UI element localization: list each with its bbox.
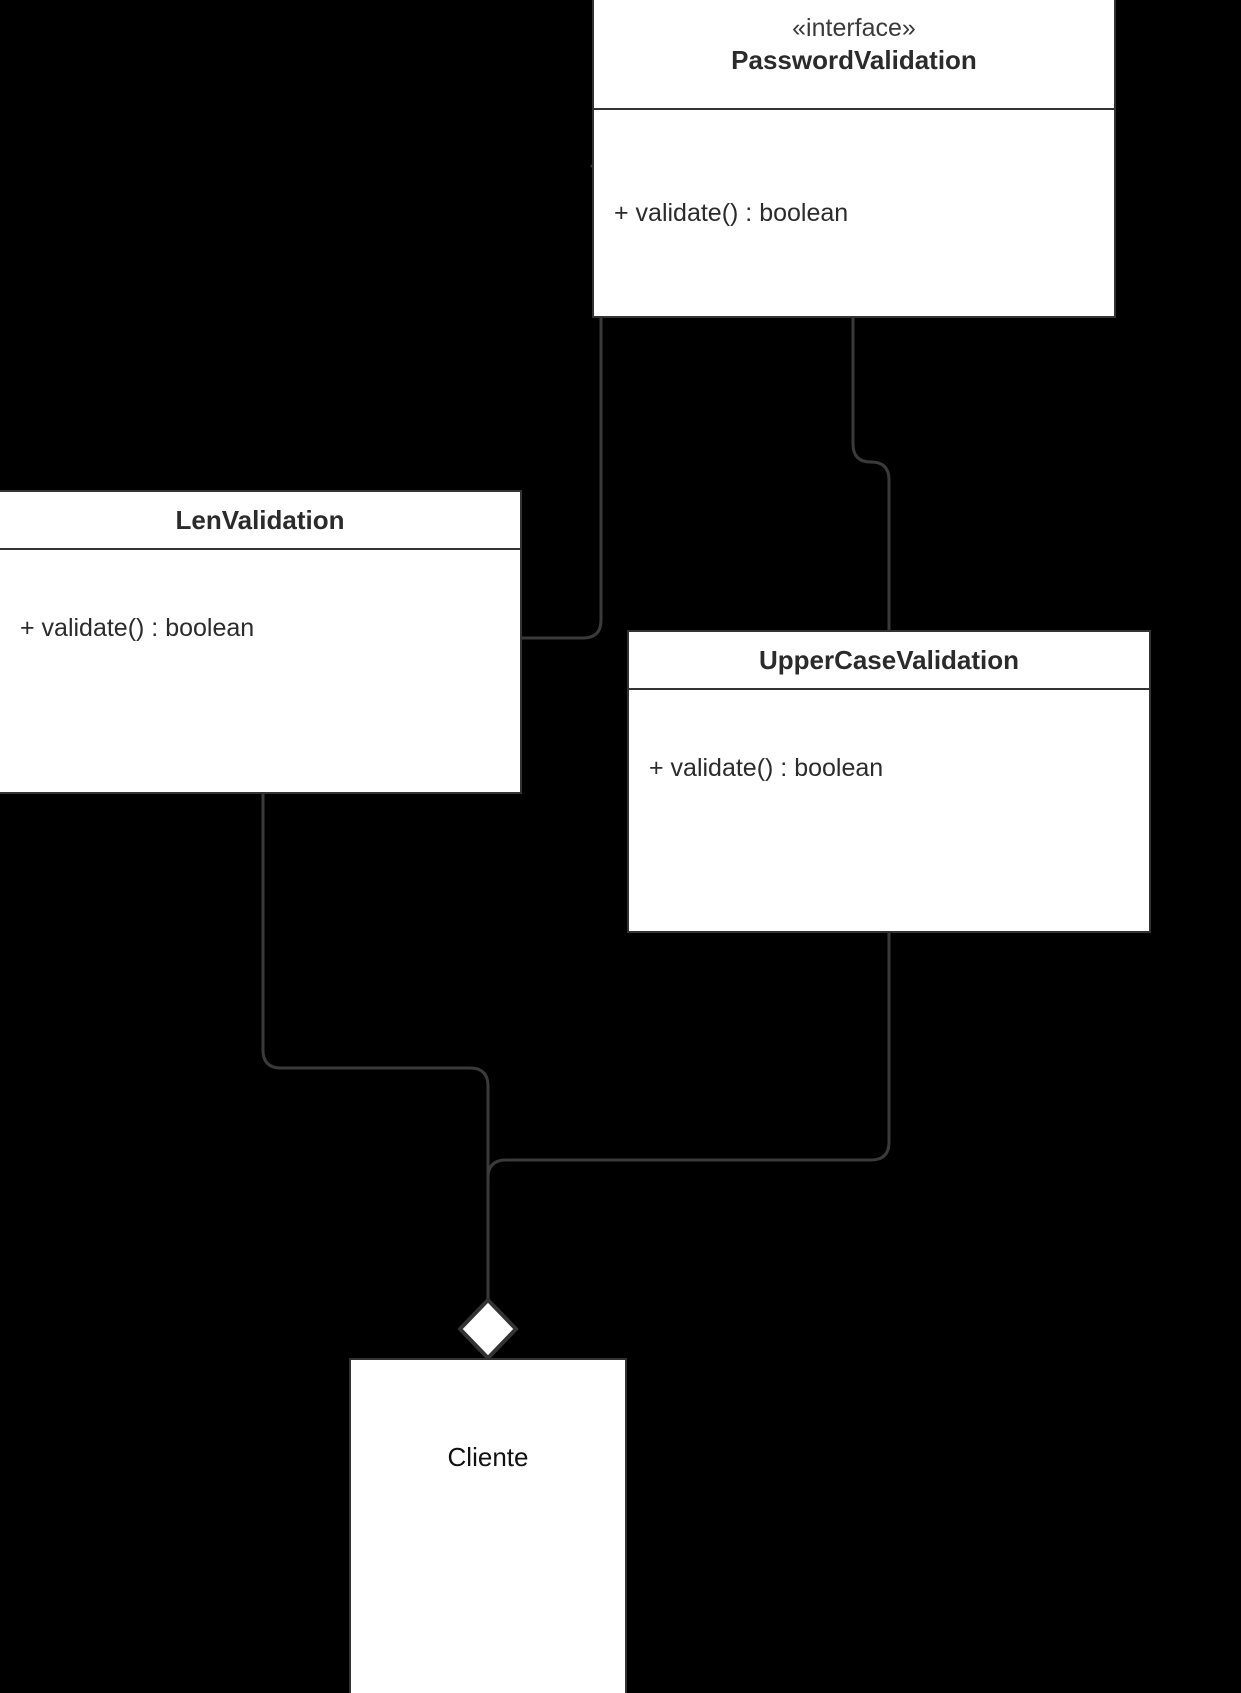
edge-uppercase-validation-to-cliente <box>486 931 891 1312</box>
class-name-cliente: Cliente <box>447 1442 529 1472</box>
class-members-password-validation: + validate() : boolean <box>594 110 1114 316</box>
class-node-cliente[interactable]: Cliente <box>349 1358 627 1693</box>
class-header-len-validation: LenValidation <box>0 492 520 550</box>
edge-uppercase-validation-to-password-validation <box>851 316 891 632</box>
class-name-password-validation: PasswordValidation <box>731 45 977 75</box>
aggregation-diamond-icon <box>457 1297 519 1361</box>
edge-len-validation-to-cliente <box>261 792 490 1312</box>
class-members-uppercase-validation: + validate() : boolean <box>629 690 1149 931</box>
class-member-validate: + validate() : boolean <box>614 198 849 227</box>
class-stereotype-password-validation: «interface» <box>792 14 916 42</box>
class-name-uppercase-validation: UpperCaseValidation <box>758 645 1020 675</box>
class-node-len-validation[interactable]: LenValidation + validate() : boolean <box>0 490 522 794</box>
class-members-len-validation: + validate() : boolean <box>0 550 520 792</box>
class-member-validate: + validate() : boolean <box>20 614 255 642</box>
class-header-password-validation: «interface» PasswordValidation <box>594 0 1114 110</box>
class-node-password-validation[interactable]: «interface» PasswordValidation + validat… <box>592 0 1116 318</box>
class-header-uppercase-validation: UpperCaseValidation <box>629 632 1149 690</box>
class-member-validate: + validate() : boolean <box>649 754 884 782</box>
class-node-uppercase-validation[interactable]: UpperCaseValidation + validate() : boole… <box>627 630 1151 933</box>
class-name-len-validation: LenValidation <box>175 505 345 535</box>
